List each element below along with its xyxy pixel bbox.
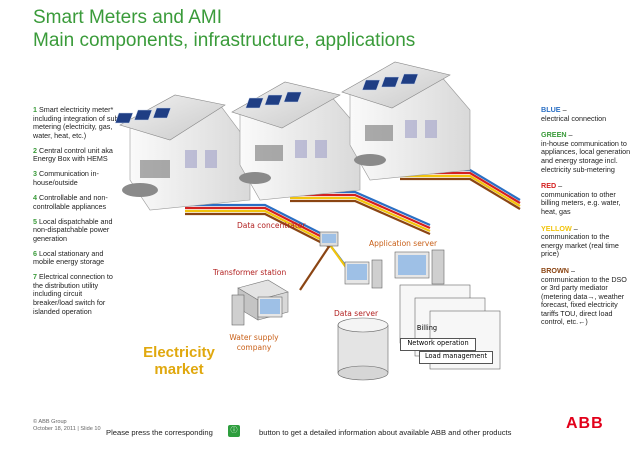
application-server-icon xyxy=(344,249,445,289)
legend-item: BLUE –electrical connection xyxy=(541,105,631,123)
legend-dash: – xyxy=(571,223,578,233)
legend-item: RED –communication to other billing mete… xyxy=(541,181,631,216)
label-transformer-station: Transformer station xyxy=(213,268,287,277)
legend-color-name: YELLOW xyxy=(541,223,572,233)
component-text: Local dispatchable and non-dispatchable … xyxy=(33,216,113,243)
component-number: 2 xyxy=(33,145,37,155)
component-text: Electrical connection to the distributio… xyxy=(33,272,113,316)
component-item: 6 Local stationary and mobile energy sto… xyxy=(33,248,121,267)
component-text: Controllable and non-controllable applia… xyxy=(33,192,108,211)
component-number: 5 xyxy=(33,216,37,226)
label-billing: Billing xyxy=(416,324,438,332)
svg-text:ABB: ABB xyxy=(566,415,604,432)
legend-item: YELLOW –communication to the energy mark… xyxy=(541,223,631,259)
legend-item: BROWN –communication to the DSO or 3rd p… xyxy=(541,265,631,327)
slide-subtitle: Main components, infrastructure, applica… xyxy=(33,30,416,51)
legend-dash: – xyxy=(560,105,567,114)
component-text: Local stationary and mobile energy stora… xyxy=(33,248,105,267)
legend-text: communication to other billing meters, e… xyxy=(541,189,621,216)
component-text: Smart electricity meter* including integ… xyxy=(33,105,121,140)
component-number: 4 xyxy=(33,192,37,202)
label-water-supply: Water supply company xyxy=(229,333,279,352)
component-item: 5 Local dispatchable and non-dispatchabl… xyxy=(33,216,121,244)
label-network-operation: Network operation xyxy=(400,338,476,351)
data-concentrator-icon xyxy=(319,231,339,247)
component-item: 4 Controllable and non-controllable appl… xyxy=(33,192,121,211)
component-item: 3 Communication in-house/outside xyxy=(33,170,121,187)
legend-color-name: RED xyxy=(541,181,557,191)
footer-note-after: button to get a detailed information abo… xyxy=(259,428,512,437)
house-2 xyxy=(231,81,361,201)
abb-logo: ABB xyxy=(566,415,604,432)
component-number: 7 xyxy=(33,272,37,282)
info-button-icon[interactable]: ⓘ xyxy=(228,425,240,437)
legend-color-name: BLUE xyxy=(541,105,561,114)
label-load-management: Load management xyxy=(419,351,493,364)
legend-color-name: BROWN xyxy=(541,265,569,275)
legend-text: communication to the energy market (real… xyxy=(541,232,619,259)
component-number: 1 xyxy=(33,105,37,114)
component-item: 2 Central control unit aka Energy Box wi… xyxy=(33,145,121,164)
legend-text: electrical connection xyxy=(541,113,607,123)
component-number: 6 xyxy=(33,248,37,258)
data-server-icon xyxy=(337,317,389,381)
footer-company: © ABB Group October 18, 2011 | Slide 10 xyxy=(33,419,101,432)
legend-text: communication to the DSO or 3rd party me… xyxy=(541,274,627,327)
label-data-concentrator: Data concentrator xyxy=(237,221,306,230)
legend-dash: – xyxy=(566,130,573,140)
legend-color-name: GREEN xyxy=(541,130,567,140)
water-supply-computer-icon xyxy=(231,294,283,326)
house-3 xyxy=(341,61,471,181)
legend-item: GREEN –in-house communication to applian… xyxy=(541,130,631,174)
label-electricity-market: Electricity market xyxy=(143,344,215,378)
component-item: 1 Smart electricity meter* including int… xyxy=(33,105,121,140)
legend-text: in-house communication to appliances, lo… xyxy=(541,138,631,174)
component-number: 3 xyxy=(33,169,37,179)
component-list: 1 Smart electricity meter* including int… xyxy=(33,105,121,323)
component-text: Central control unit aka Energy Box with… xyxy=(33,145,113,164)
component-item: 7 Electrical connection to the distribut… xyxy=(33,272,121,316)
component-text: Communication in-house/outside xyxy=(33,169,99,187)
legend-dash: – xyxy=(556,181,563,191)
legend-dash: – xyxy=(568,265,575,275)
label-data-server: Data server xyxy=(334,309,379,318)
footer-note-before: Please press the corresponding xyxy=(106,428,213,437)
label-application-server: Application server xyxy=(369,239,438,248)
slide-title: Smart Meters and AMI xyxy=(33,7,223,28)
house-1 xyxy=(114,94,251,211)
